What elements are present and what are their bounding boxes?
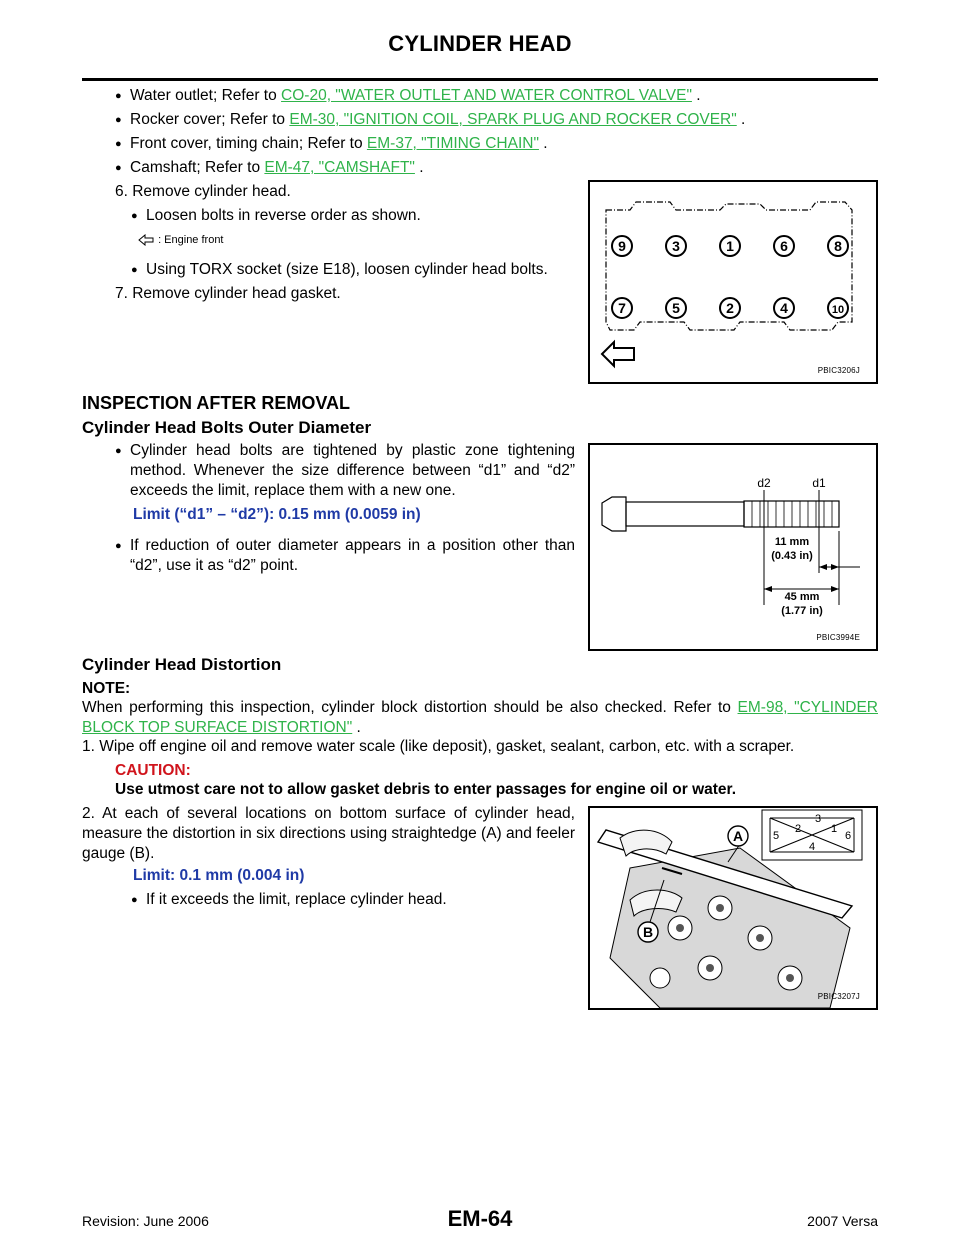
figure-code: PBIC3206J [817, 365, 860, 375]
note-text: When performing this inspection, cylinde… [82, 699, 878, 737]
section-heading: INSPECTION AFTER REMOVAL [82, 393, 351, 413]
label-d2: d2 [757, 476, 771, 490]
ref-item: Front cover, timing chain; Refer to EM-3… [115, 134, 548, 154]
step-6-bullet-1: Loosen bolts in reverse order as shown. [131, 206, 421, 226]
caution-text: Use utmost care not to allow gasket debr… [115, 781, 737, 798]
step-7: 7. Remove cylinder head gasket. [115, 285, 341, 302]
engine-front-arrow-icon [138, 234, 154, 247]
ref-link-camshaft[interactable]: EM-47, "CAMSHAFT" [264, 159, 415, 176]
cylinder-head-outline-diagram: 9 3 1 6 8 7 5 2 4 10 [600, 201, 853, 369]
step-6-bullet-2: Using TORX socket (size E18), loosen cyl… [131, 260, 548, 280]
header-rule [82, 78, 878, 81]
figure-code: PBIC3994E [816, 632, 860, 642]
bolt-circle-4 [773, 297, 795, 319]
direction-1: 1 [831, 823, 837, 835]
bolt-number-8: 8 [834, 238, 842, 254]
note-label: NOTE: [82, 680, 131, 697]
bolts-bullet-1: Cylinder head bolts are tightened by pla… [115, 441, 575, 501]
distortion-step-2: 2. At each of several locations on botto… [82, 805, 575, 863]
ref-item: Camshaft; Refer to EM-47, "CAMSHAFT" . [115, 158, 424, 178]
bolt-number-7: 7 [618, 300, 626, 316]
bolt-number-6: 6 [780, 238, 788, 254]
bolt-circle-2 [719, 297, 741, 319]
ref-link-block-distortion[interactable]: EM-98, "CYLINDER BLOCK TOP SURFACE DISTO… [82, 699, 878, 737]
bolt-circle-7 [611, 297, 633, 319]
bolt-circle-5 [665, 297, 687, 319]
caution-label: CAUTION: [115, 762, 191, 779]
bolt-number-10: 10 [832, 304, 844, 316]
direction-2: 2 [795, 823, 801, 835]
bolt-circle-10 [827, 297, 849, 319]
footer-model: 2007 Versa [807, 1213, 878, 1229]
dimension-45mm-in: (1.77 in) [781, 605, 823, 617]
direction-5: 5 [773, 830, 779, 842]
ref-link-rocker-cover[interactable]: EM-30, "IGNITION COIL, SPARK PLUG AND RO… [289, 111, 737, 128]
head-bolt-diagram: d2 d1 11 mm (0.43 in) 45 mm (1.77 in) [601, 476, 860, 617]
bolt-circle-1 [719, 235, 741, 257]
bolt-circle-6 [773, 235, 795, 257]
page-title: CYLINDER HEAD [388, 31, 572, 56]
figure-distortion-check: A B 3 2 1 5 6 4 PBIC3207J [588, 806, 878, 1010]
direction-4: 4 [809, 841, 815, 853]
ref-link-water-outlet[interactable]: CO-20, "WATER OUTLET AND WATER CONTROL V… [281, 87, 692, 104]
bolt-number-3: 3 [672, 238, 680, 254]
bolt-number-9: 9 [618, 238, 626, 254]
bolt-number-1: 1 [726, 238, 734, 254]
label-b: B [643, 924, 653, 940]
ref-link-timing-chain[interactable]: EM-37, "TIMING CHAIN" [366, 135, 539, 152]
subsection-heading-bolts: Cylinder Head Bolts Outer Diameter [82, 418, 372, 437]
subsection-heading-distortion: Cylinder Head Distortion [82, 655, 282, 674]
dimension-11mm-in: (0.43 in) [771, 550, 813, 562]
bolt-number-2: 2 [726, 300, 734, 316]
page-number: EM-64 [447, 1206, 513, 1231]
bolt-number-5: 5 [672, 300, 680, 316]
bolts-bullet-2: If reduction of outer diameter appears i… [115, 536, 575, 576]
dimension-45mm: 45 mm [785, 591, 820, 603]
distortion-limit: Limit: 0.1 mm (0.004 in) [133, 867, 305, 884]
bolt-circle-9 [611, 235, 633, 257]
bolt-circle-3 [665, 235, 687, 257]
direction-3: 3 [815, 813, 821, 825]
bolts-limit: Limit (“d1” – “d2”): 0.15 mm (0.0059 in) [133, 506, 421, 523]
ref-item: Rocker cover; Refer to EM-30, "IGNITION … [115, 110, 745, 130]
distortion-bullet: If it exceeds the limit, replace cylinde… [131, 890, 447, 910]
figure-bolt-diameter: d2 d1 11 mm (0.43 in) 45 mm (1.77 in) PB… [588, 443, 878, 651]
figure-bolt-sequence: 9 3 1 6 8 7 5 2 4 10 PBIC3206J [588, 180, 878, 384]
label-a: A [733, 828, 743, 844]
step-6: 6. Remove cylinder head. [115, 183, 291, 200]
bolt-number-4: 4 [780, 300, 788, 316]
footer-revision: Revision: June 2006 [82, 1213, 209, 1229]
legend-engine-front: : Engine front [137, 233, 224, 247]
bolt-circle-8 [827, 235, 849, 257]
dimension-11mm: 11 mm [775, 536, 809, 548]
cylinder-head-straightedge-illustration: A B 3 2 1 5 6 4 [596, 809, 863, 1009]
label-d1: d1 [812, 476, 826, 490]
figure-code: PBIC3207J [817, 991, 860, 1001]
ref-item: Water outlet; Refer to CO-20, "WATER OUT… [115, 86, 701, 106]
direction-6: 6 [845, 830, 851, 842]
distortion-step-1: 1. Wipe off engine oil and remove water … [82, 738, 795, 755]
